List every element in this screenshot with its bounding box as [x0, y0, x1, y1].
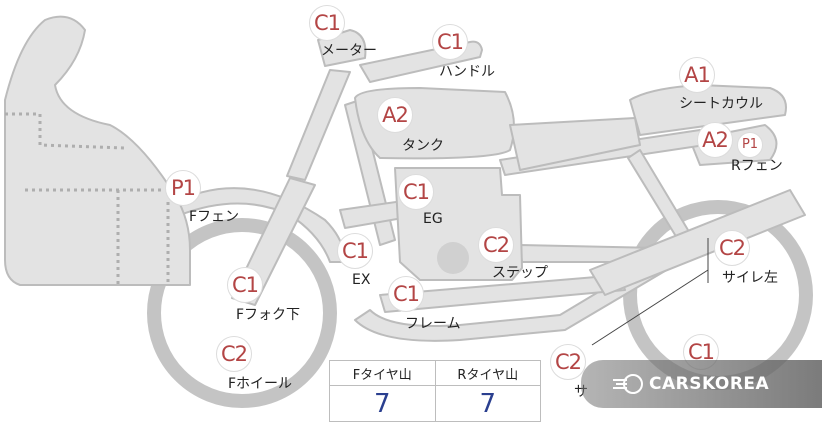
grade-badge-r-fender: A2 [697, 122, 733, 158]
grade-badge-meter: C1 [309, 5, 345, 41]
grade-badge-tank: A2 [377, 97, 413, 133]
front-cowl-shape [4, 15, 191, 286]
part-label-silencer-left: サイレ左 [722, 270, 778, 286]
grade-badge-partial-left: C2 [550, 344, 586, 380]
watermark-text: CARSKOREA [649, 374, 770, 394]
grade-badge-f-fender: P1 [165, 170, 201, 206]
part-label-step: ステップ [492, 265, 548, 281]
grade-badge-frame: C1 [388, 276, 424, 312]
front-tire-header: Fタイヤ山 [329, 360, 436, 386]
grade-badge-seat-cowl: A1 [679, 57, 715, 93]
grade-badge-step: C2 [478, 227, 514, 263]
front-tire-value: 7 [329, 385, 436, 422]
grade-badge-r-fender-extra: P1 [737, 132, 763, 158]
grade-badge-exhaust: C1 [337, 233, 373, 269]
part-label-seat-cowl: シートカウル [679, 96, 763, 112]
part-label-handle: ハンドル [439, 64, 495, 80]
tire-tread-table: Fタイヤ山 Rタイヤ山 7 7 [329, 360, 541, 422]
tire-table-header-row: Fタイヤ山 Rタイヤ山 [329, 360, 541, 386]
part-label-f-fork-lower: Fフォク下 [236, 307, 301, 323]
grade-badge-f-fork-lower: C1 [227, 267, 263, 303]
part-label-engine: EG [423, 211, 443, 227]
grade-badge-silencer-left: C2 [714, 230, 750, 266]
grade-badge-engine: C1 [398, 174, 434, 210]
exhaust-shape [379, 274, 626, 313]
grade-badge-f-wheel: C2 [216, 336, 252, 372]
silencer-shape [589, 189, 806, 296]
carskorea-logo-icon [613, 374, 643, 394]
rear-tire-value: 7 [434, 385, 541, 422]
watermark: CARSKOREA [581, 360, 822, 408]
rear-tire-header: Rタイヤ山 [434, 360, 541, 386]
part-label-f-fender: Fフェン [189, 209, 240, 225]
front-wheel [147, 218, 337, 408]
grade-badge-handle: C1 [432, 24, 468, 60]
part-label-frame: フレーム [405, 316, 461, 332]
part-label-exhaust: EX [352, 272, 371, 288]
seat-cowl-shape [629, 84, 787, 136]
tire-table-value-row: 7 7 [329, 385, 541, 422]
part-label-tank: タンク [402, 138, 444, 154]
part-label-meter: メーター [321, 43, 377, 59]
seat-shape [509, 117, 641, 171]
part-label-r-fender: Rフェン [731, 158, 783, 174]
part-label-f-wheel: Fホイール [228, 376, 293, 392]
